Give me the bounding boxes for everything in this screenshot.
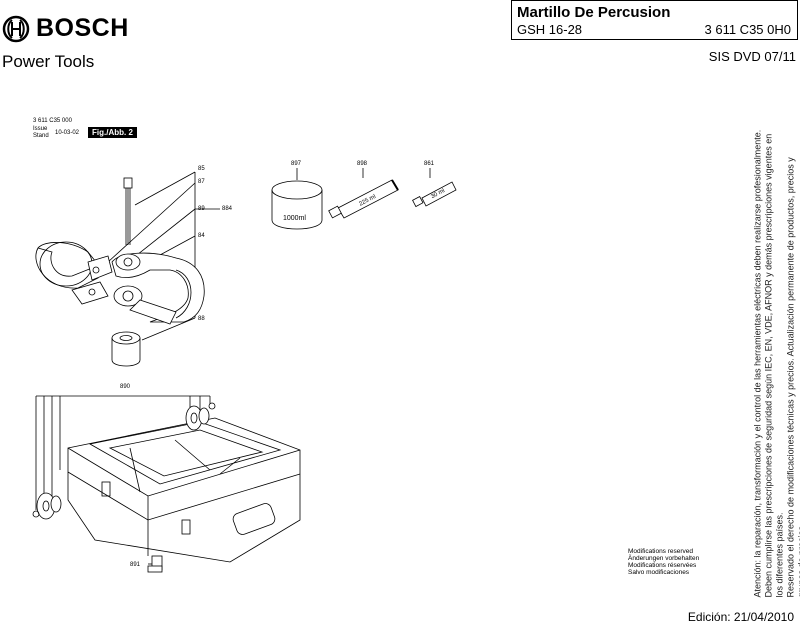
issue-label: Issue Stand (33, 126, 49, 139)
division-name: Power Tools (2, 52, 95, 71)
figure-tag: Fig./Abb. 2 (88, 127, 137, 138)
part-label-861: 861 (424, 161, 435, 167)
sis-version: SIS DVD 07/11 (708, 49, 796, 64)
figure-reference: 3 611 C35 000 (33, 118, 72, 124)
edition-date: Edición: 21/04/2010 (687, 610, 794, 624)
title-box: Martillo De Percusion GSH 16-28 3 611 C3… (511, 0, 798, 40)
bosch-logo: BOSCH (2, 14, 129, 43)
part-label-84: 84 (198, 233, 205, 239)
part-label-88: 88 (198, 316, 205, 322)
part-label-85: 85 (198, 166, 205, 172)
document-title: Martillo De Percusion (517, 4, 671, 21)
jar-volume-label: 1000ml (283, 215, 306, 222)
part-label-890: 890 (120, 384, 131, 390)
part-label-87: 87 (198, 179, 205, 185)
part-label-89: 89 (198, 206, 205, 212)
part-label-884: 884 (222, 206, 233, 212)
issue-date: 10-03-02 (55, 130, 80, 136)
part-label-891: 891 (130, 562, 141, 568)
part-number: 3 611 C35 0H0 (704, 22, 792, 37)
bosch-armature-icon (2, 15, 30, 42)
legal-notice-vertical: Atención: la reparación, transformación … (752, 129, 800, 598)
model-number: GSH 16-28 (517, 22, 583, 37)
brand-name: BOSCH (36, 14, 129, 42)
part-label-897: 897 (291, 161, 302, 167)
modifications-notice: Modifications reserved Änderungen vorbeh… (628, 548, 700, 576)
part-label-898: 898 (357, 161, 368, 167)
